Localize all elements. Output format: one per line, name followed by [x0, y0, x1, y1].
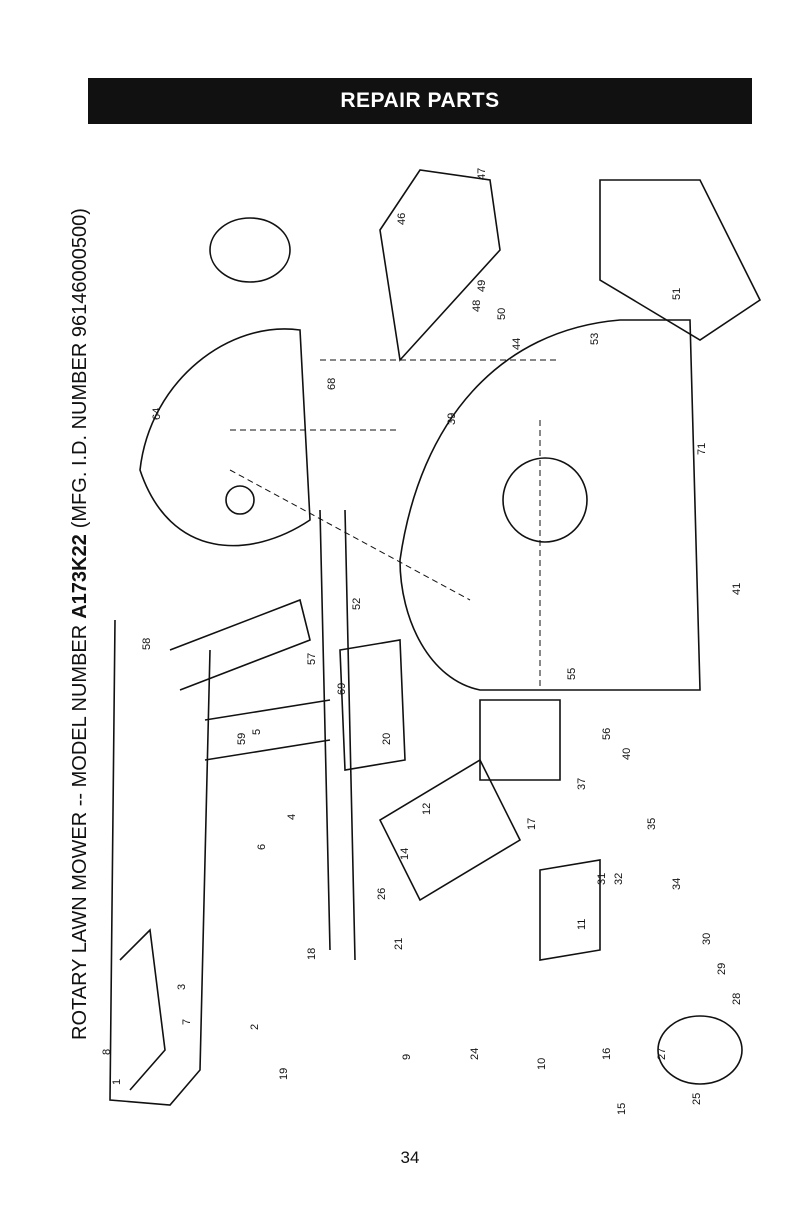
part-callout-71: 71: [696, 443, 708, 455]
handle-bar: [170, 600, 310, 690]
part-callout-34: 34: [671, 878, 683, 890]
lower-handle: [205, 700, 330, 760]
part-callout-16: 16: [601, 1048, 613, 1060]
engine-cap: [226, 486, 254, 514]
part-callout-56: 56: [601, 728, 613, 740]
part-callout-12: 12: [421, 803, 433, 815]
part-callout-4: 4: [286, 814, 298, 820]
part-callout-27: 27: [656, 1048, 668, 1060]
front-wheel: [210, 218, 290, 282]
part-callout-53: 53: [589, 333, 601, 345]
rear-wheel: [658, 1016, 742, 1084]
part-callout-3: 3: [176, 984, 188, 990]
rear-bracket: [480, 700, 560, 780]
part-callout-2: 2: [249, 1024, 261, 1030]
part-callout-57: 57: [306, 653, 318, 665]
part-callout-10: 10: [536, 1058, 548, 1070]
page-number: 34: [380, 1148, 440, 1168]
mower-deck: [400, 320, 700, 690]
part-callout-21: 21: [393, 938, 405, 950]
part-callout-37: 37: [576, 778, 588, 790]
part-callout-50: 50: [496, 308, 508, 320]
part-callout-18: 18: [306, 948, 318, 960]
part-callout-51: 51: [671, 288, 683, 300]
part-callout-14: 14: [399, 848, 411, 860]
part-callout-39: 39: [446, 413, 458, 425]
control-bail: [120, 930, 165, 1090]
part-callout-44: 44: [511, 338, 523, 350]
part-callout-25: 25: [691, 1093, 703, 1105]
part-callout-19: 19: [278, 1068, 290, 1080]
part-callout-41: 41: [731, 583, 743, 595]
part-callout-17: 17: [526, 818, 538, 830]
part-callout-29: 29: [716, 963, 728, 975]
part-callout-30: 30: [701, 933, 713, 945]
part-callout-28: 28: [731, 993, 743, 1005]
part-callout-47: 47: [476, 168, 488, 180]
part-callout-6: 6: [256, 844, 268, 850]
part-callout-48: 48: [471, 300, 483, 312]
part-callout-64: 64: [151, 408, 163, 420]
mulch-plug: [600, 180, 760, 340]
side-bracket: [540, 860, 600, 960]
part-callout-26: 26: [376, 888, 388, 900]
part-callout-31: 31: [596, 873, 608, 885]
part-callout-46: 46: [396, 213, 408, 225]
part-callout-58: 58: [141, 638, 153, 650]
part-callout-32: 32: [613, 873, 625, 885]
handle-rod: [320, 510, 355, 960]
part-callout-20: 20: [381, 733, 393, 745]
part-callout-15: 15: [616, 1103, 628, 1115]
part-callout-68: 68: [326, 378, 338, 390]
part-callout-5: 5: [251, 729, 263, 735]
part-callout-59: 59: [236, 733, 248, 745]
part-callout-1: 1: [111, 1079, 123, 1085]
part-callout-52: 52: [351, 598, 363, 610]
part-callout-69: 69: [336, 683, 348, 695]
part-callout-9: 9: [401, 1054, 413, 1060]
part-callout-55: 55: [566, 668, 578, 680]
part-callout-49: 49: [476, 280, 488, 292]
part-callout-8: 8: [101, 1049, 113, 1055]
part-callout-11: 11: [576, 919, 588, 930]
upper-handle: [110, 620, 210, 1105]
part-callout-35: 35: [646, 818, 658, 830]
engine: [140, 329, 310, 546]
part-callout-40: 40: [621, 748, 633, 760]
part-callout-7: 7: [181, 1019, 193, 1025]
part-callout-24: 24: [469, 1048, 481, 1060]
blade: [380, 170, 500, 360]
grass-catcher-chute: [380, 760, 520, 900]
deck-center-opening: [503, 458, 587, 542]
